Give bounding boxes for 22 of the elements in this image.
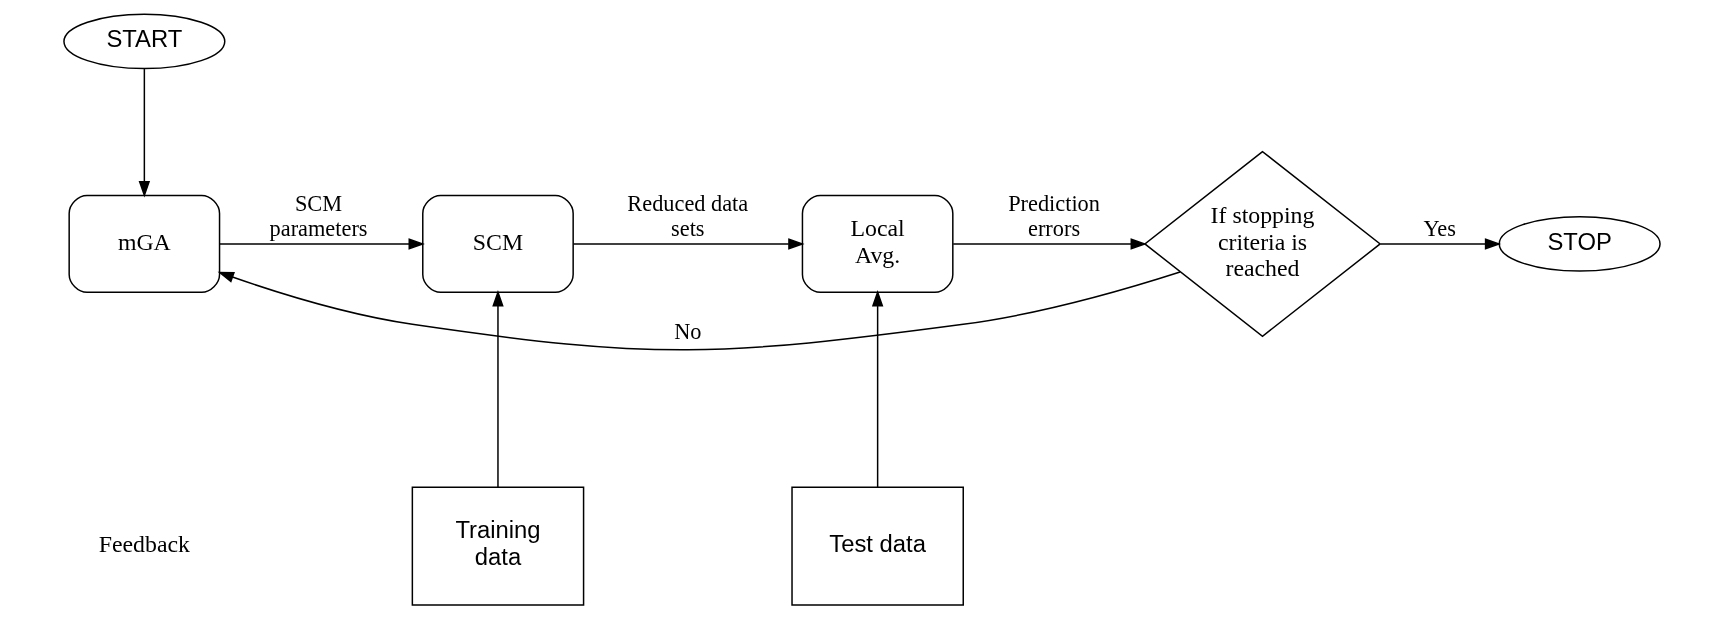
edge-label: Prediction errors xyxy=(1008,191,1100,242)
node-diamond: If stopping criteria is reached xyxy=(1143,150,1382,338)
arrow xyxy=(138,68,151,198)
edge-label: SCM parameters xyxy=(269,191,368,242)
label: Feedback xyxy=(98,530,190,557)
arrow xyxy=(1379,238,1502,250)
arrow xyxy=(952,238,1147,250)
node-box: mGA xyxy=(68,194,221,294)
node-box: SCM xyxy=(422,194,574,294)
node-ellipse: START xyxy=(63,13,226,70)
node-box: Local Avg. xyxy=(801,194,954,294)
arrow xyxy=(492,290,504,488)
arrow xyxy=(219,238,425,250)
node-ellipse: STOP xyxy=(1498,215,1661,272)
arrow xyxy=(572,238,805,250)
edge-label: Yes xyxy=(1423,216,1456,242)
node-box: Test data xyxy=(791,486,964,606)
node-box: Training data xyxy=(411,486,585,606)
edge-label: Reduced data sets xyxy=(627,191,749,242)
arrow xyxy=(217,271,1181,351)
edge-label: No xyxy=(674,319,702,345)
arrow xyxy=(871,290,884,488)
